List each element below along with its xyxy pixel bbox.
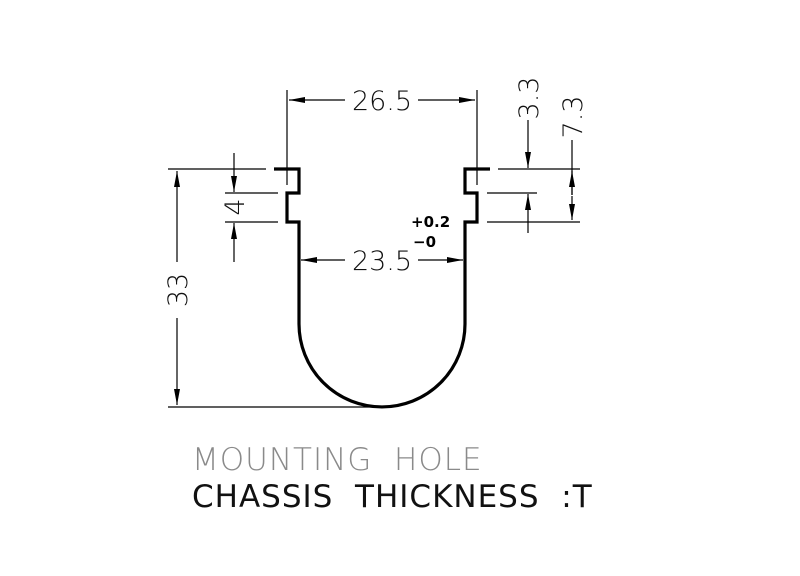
tolerance-minus: −0 bbox=[413, 233, 436, 251]
dim-offset-small: 3.3 bbox=[514, 77, 545, 120]
dim-height: 33 bbox=[163, 273, 194, 307]
dim-outer-width: 26.5 bbox=[352, 86, 412, 117]
profile-outline bbox=[274, 167, 490, 409]
caption-title: MOUNTING HOLE bbox=[192, 442, 483, 478]
tolerance-plus: +0.2 bbox=[411, 213, 450, 231]
dim-offset-large: 7.3 bbox=[558, 96, 589, 139]
caption-subtitle: CHASSIS THICKNESS :T bbox=[192, 479, 593, 515]
dim-notch: 4 bbox=[220, 198, 251, 215]
dim-inner-width: 23.5 bbox=[352, 246, 412, 277]
